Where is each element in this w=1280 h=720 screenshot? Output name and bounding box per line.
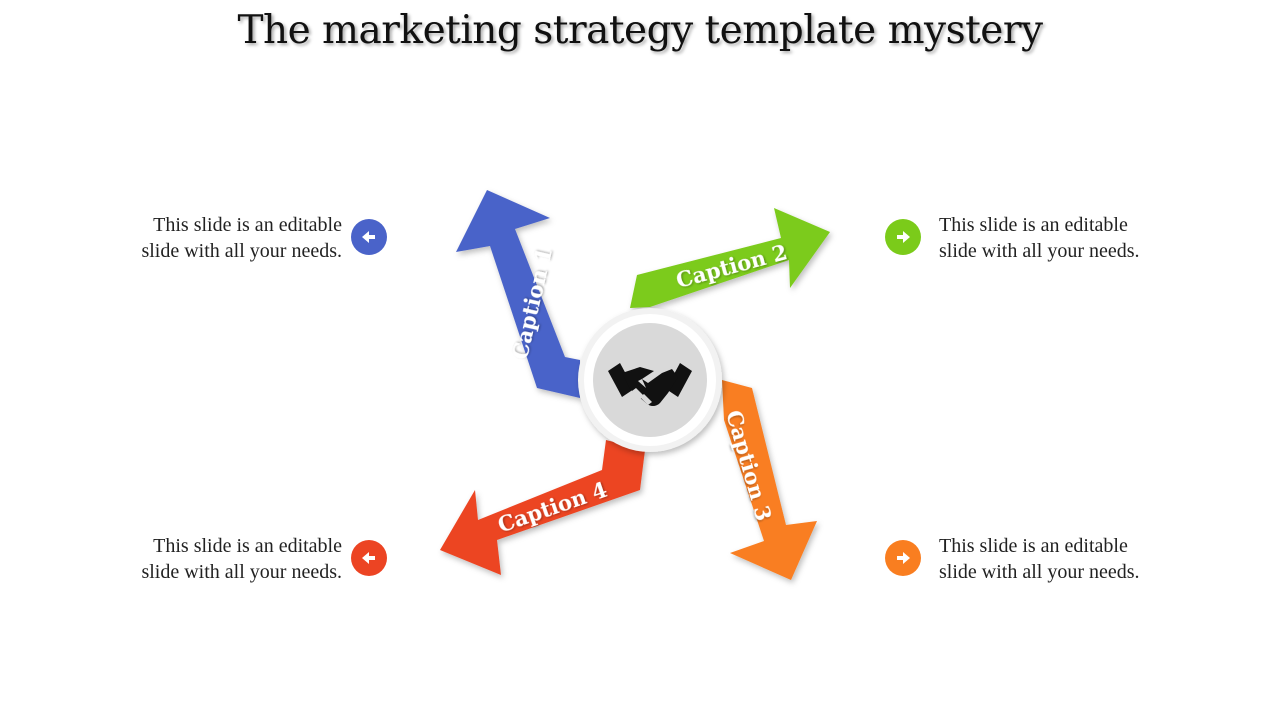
- description-bottom-left: This slide is an editable slide with all…: [102, 533, 342, 585]
- description-line: This slide is an editable: [153, 535, 342, 557]
- slide-title: The marketing strategy template mystery: [237, 8, 1043, 53]
- arrow-left-icon: [351, 540, 387, 576]
- description-top-left: This slide is an editable slide with all…: [102, 212, 342, 264]
- description-line: slide with all your needs.: [939, 561, 1140, 583]
- arrow-caption-4: [440, 440, 645, 575]
- center-inner-circle: [593, 323, 707, 437]
- arrow-caption-3: [722, 380, 817, 580]
- caption-4-label: Caption 4: [494, 477, 610, 538]
- description-line: This slide is an editable: [153, 214, 342, 236]
- description-bottom-right: This slide is an editable slide with all…: [939, 533, 1189, 585]
- arrow-caption-2: [630, 208, 830, 308]
- arrow-left-icon: [351, 219, 387, 255]
- handshake-icon: [608, 363, 692, 406]
- arrow-right-icon: [885, 219, 921, 255]
- description-line: slide with all your needs.: [939, 240, 1140, 262]
- description-line: slide with all your needs.: [141, 561, 342, 583]
- caption-2-label: Caption 2: [673, 239, 789, 293]
- arrow-caption-1: [456, 190, 580, 398]
- arrow-right-icon: [885, 540, 921, 576]
- description-line: slide with all your needs.: [141, 240, 342, 262]
- description-top-right: This slide is an editable slide with all…: [939, 212, 1189, 264]
- description-line: This slide is an editable: [939, 535, 1128, 557]
- description-line: This slide is an editable: [939, 214, 1128, 236]
